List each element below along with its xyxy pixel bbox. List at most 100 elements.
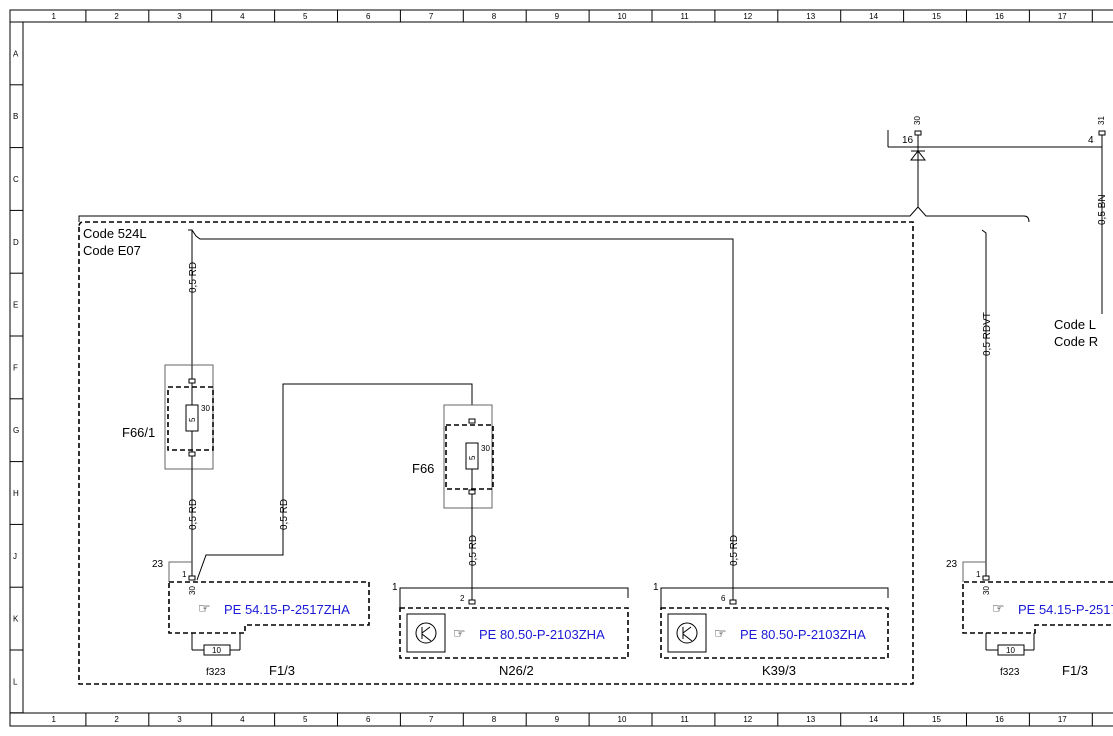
ruler-row-label: D bbox=[13, 238, 19, 247]
f1-3-left-pin-b: 1 bbox=[182, 570, 187, 579]
f1-3-left-link[interactable]: PE 54.15-P-2517ZHA bbox=[224, 602, 350, 617]
ruler-column-label: 13 bbox=[806, 12, 815, 21]
code-l-label: Code L bbox=[1054, 317, 1096, 332]
f66-1-label: F66/1 bbox=[122, 425, 155, 440]
f323-right-label: f323 bbox=[1000, 667, 1020, 678]
ruler-column-label: 2 bbox=[114, 715, 119, 724]
terminal-30-label: 30 bbox=[913, 116, 922, 125]
ruler-column-label: 4 bbox=[240, 715, 245, 724]
f1-3-right-bracket bbox=[962, 561, 986, 582]
code-524l-label: Code 524L bbox=[83, 226, 147, 241]
n26-2-label: N26/2 bbox=[499, 663, 534, 678]
pointing-hand-icon[interactable]: ☞ bbox=[453, 625, 466, 641]
terminal-31-label: 31 bbox=[1097, 116, 1106, 125]
f66-fuse-value: 5 bbox=[468, 455, 477, 460]
f66-1-fuse-amp: 30 bbox=[201, 404, 210, 413]
ruler-column-label: 7 bbox=[429, 715, 434, 724]
pointing-hand-icon[interactable]: ☞ bbox=[992, 600, 1005, 616]
ground-symbol-icon bbox=[909, 150, 927, 161]
code-524l-enclosure bbox=[78, 221, 914, 685]
f66-1-fuse-box bbox=[167, 386, 214, 451]
ruler-column-label: 4 bbox=[240, 12, 245, 21]
pin-4-label: 4 bbox=[1088, 135, 1094, 146]
group-bracket bbox=[78, 206, 1030, 223]
ruler-column-label: 12 bbox=[743, 12, 752, 21]
f66-label: F66 bbox=[412, 461, 434, 476]
ruler-column-label: 7 bbox=[429, 12, 434, 21]
f66-1-fuse-value: 5 bbox=[188, 417, 197, 422]
ruler-column-label: 16 bbox=[995, 12, 1004, 21]
pointing-hand-icon[interactable]: ☞ bbox=[198, 600, 211, 616]
ruler-column-label: 1 bbox=[51, 715, 56, 724]
ruler-column-label: 10 bbox=[618, 715, 627, 724]
k39-3-label: K39/3 bbox=[762, 663, 796, 678]
ruler-row-label: L bbox=[13, 677, 18, 686]
ruler-column-label: 1 bbox=[51, 12, 56, 21]
ruler-row-label: F bbox=[13, 363, 18, 372]
wire-rdvt-label: 0,5 RDVT bbox=[982, 312, 993, 356]
ruler-column-label: 8 bbox=[492, 12, 497, 21]
diagram-frame bbox=[9, 9, 1113, 727]
ruler-row-label: A bbox=[13, 49, 19, 58]
ruler-row-label: K bbox=[13, 615, 19, 624]
ruler-row-label: G bbox=[13, 426, 19, 435]
f1-3-right-link[interactable]: PE 54.15-P-2517ZHA bbox=[1018, 602, 1113, 617]
wire-bn-label: 0,5 BN bbox=[1097, 194, 1108, 225]
ruler-column-label: 17 bbox=[1058, 715, 1067, 724]
wire-rd-f66-1-bottom-label: 0,5 RD bbox=[188, 499, 199, 530]
pointing-hand-icon[interactable]: ☞ bbox=[714, 625, 727, 641]
f66-housing bbox=[443, 404, 493, 509]
ruler-column-label: 2 bbox=[114, 12, 119, 21]
ruler-column-label: 8 bbox=[492, 715, 497, 724]
ruler-column-label: 17 bbox=[1058, 12, 1067, 21]
n26-2-bracket bbox=[399, 587, 629, 608]
f66-fuse-amp: 30 bbox=[481, 444, 490, 453]
n26-2-box bbox=[399, 607, 629, 659]
ruler-column-label: 3 bbox=[177, 715, 182, 724]
k39-3-link[interactable]: PE 80.50-P-2103ZHA bbox=[740, 627, 866, 642]
f1-3-right-box bbox=[962, 581, 1113, 634]
k39-3-bracket bbox=[660, 587, 889, 608]
ruler-column-label: 5 bbox=[303, 715, 308, 724]
f1-3-right-label: F1/3 bbox=[1062, 663, 1088, 678]
f1-3-right-pin-b: 1 bbox=[976, 570, 981, 579]
wire-rd-k39-label: 0,5 RD bbox=[729, 535, 740, 566]
k39-3-pin-b: 6 bbox=[721, 594, 726, 603]
f1-3-left-bracket bbox=[168, 561, 192, 582]
f1-3-right-pin-a: 23 bbox=[946, 559, 958, 570]
n26-2-link[interactable]: PE 80.50-P-2103ZHA bbox=[479, 627, 605, 642]
ruler-column-label: 11 bbox=[680, 12, 689, 21]
k39-3-pin-a: 1 bbox=[653, 582, 659, 593]
f323-left-value: 10 bbox=[212, 646, 221, 655]
ruler-column-label: 11 bbox=[680, 715, 689, 724]
n26-2-module-icon bbox=[406, 613, 446, 653]
ruler-column-label: 5 bbox=[303, 12, 308, 21]
code-r-label: Code R bbox=[1054, 334, 1098, 349]
f1-3-left-label: F1/3 bbox=[269, 663, 295, 678]
ruler-column-label: 16 bbox=[995, 715, 1004, 724]
ruler-row-label: H bbox=[13, 489, 19, 498]
ruler-column-label: 9 bbox=[555, 715, 560, 724]
wire-rd-f66-feed bbox=[196, 383, 473, 581]
ruler-row-label: C bbox=[13, 175, 19, 184]
wire-rdvt bbox=[981, 229, 987, 580]
k39-3-module-icon bbox=[667, 613, 707, 653]
f323-right-value: 10 bbox=[1006, 646, 1015, 655]
wire-rd-f66-bottom-label: 0,5 RD bbox=[468, 535, 479, 566]
ruler-column-label: 9 bbox=[555, 12, 560, 21]
pin-16-label: 16 bbox=[902, 135, 914, 146]
f1-3-right-pin-c: 30 bbox=[982, 586, 991, 595]
code-e07-label: Code E07 bbox=[83, 243, 141, 258]
f1-3-left-box bbox=[168, 581, 370, 634]
wire-rd-k39 bbox=[188, 229, 734, 600]
f323-left-label: f323 bbox=[206, 667, 226, 678]
n26-2-pin-a: 1 bbox=[392, 582, 398, 593]
ruler-column-label: 15 bbox=[932, 715, 941, 724]
f1-3-left-pin-a: 23 bbox=[152, 559, 164, 570]
ruler-column-label: 15 bbox=[932, 12, 941, 21]
wire-rd-f66-feed-label: 0,5 RD bbox=[279, 499, 290, 530]
ruler-column-label: 6 bbox=[366, 715, 371, 724]
ruler-row-label: J bbox=[13, 552, 17, 561]
